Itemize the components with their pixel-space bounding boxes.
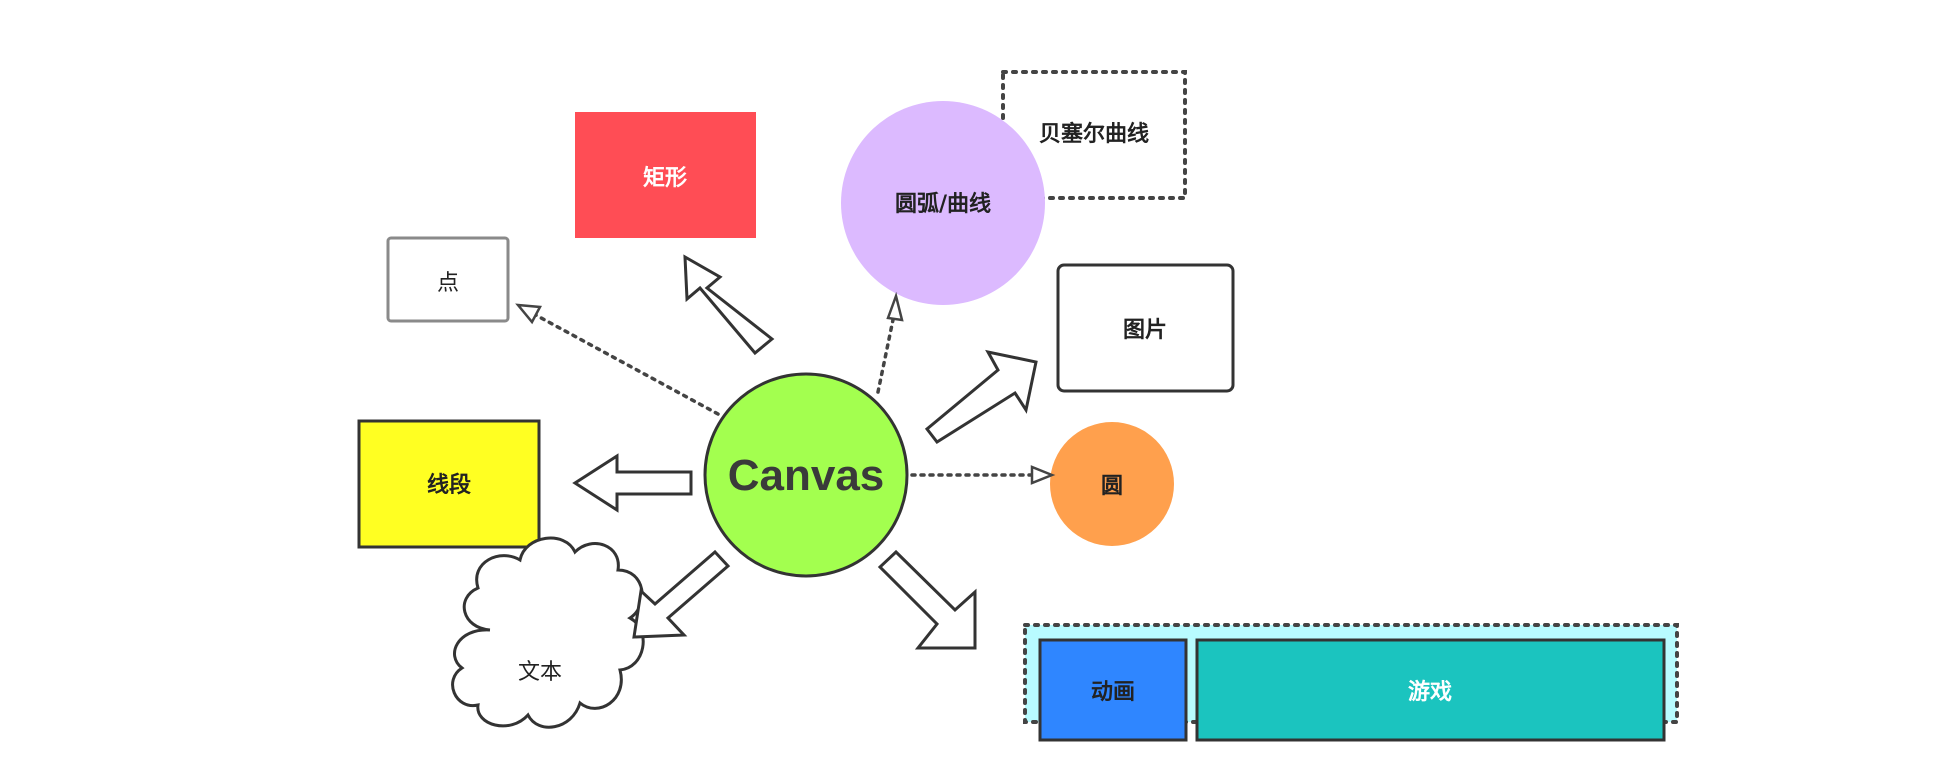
dotted-arrow-to-point: [515, 303, 720, 416]
node-text: 文本: [451, 536, 645, 729]
node-circle: 圆: [1050, 422, 1174, 546]
node-rectangle-label: 矩形: [643, 165, 687, 191]
block-arrow-to-animation-game: [877, 549, 977, 650]
block-arrow-to-rectangle: [683, 254, 775, 356]
orange-circle-shape: [1050, 422, 1174, 546]
node-image: 图片: [1056, 263, 1235, 393]
center-node-label: Canvas: [728, 451, 885, 500]
node-arc-label: 圆弧/曲线: [895, 191, 991, 217]
block-arrow-to-image: [924, 349, 1038, 444]
node-game-label: 游戏: [1408, 679, 1452, 705]
node-animation-label: 动画: [1091, 680, 1135, 705]
animation-box: [1038, 638, 1188, 742]
node-rectangle: 矩形: [575, 112, 756, 238]
node-point: 点: [386, 236, 510, 323]
node-text-label: 文本: [518, 660, 562, 685]
dotted-arrow-to-circle: [910, 465, 1056, 485]
center-node-canvas: Canvas: [703, 372, 909, 578]
node-image-label: 图片: [1123, 318, 1167, 343]
game-box: [1195, 638, 1666, 742]
node-group-animation-game: 动画 游戏: [1023, 623, 1679, 742]
node-point-label: 点: [437, 271, 459, 296]
arc-circle-shape: [841, 101, 1045, 305]
dotted-arrow-to-arc: [876, 291, 904, 394]
node-arc: 圆弧/曲线: [841, 101, 1045, 305]
block-arrow-to-line: [572, 453, 693, 513]
node-circle-label: 圆: [1101, 474, 1123, 499]
block-arrow-to-text: [632, 549, 731, 639]
node-bezier-label: 贝塞尔曲线: [1039, 121, 1149, 147]
rectangle-shape: [575, 112, 756, 238]
node-line-label: 线段: [427, 472, 471, 498]
center-circle-shape: [703, 372, 909, 578]
node-line: 线段: [357, 419, 541, 549]
cloud-outline: [451, 536, 645, 729]
